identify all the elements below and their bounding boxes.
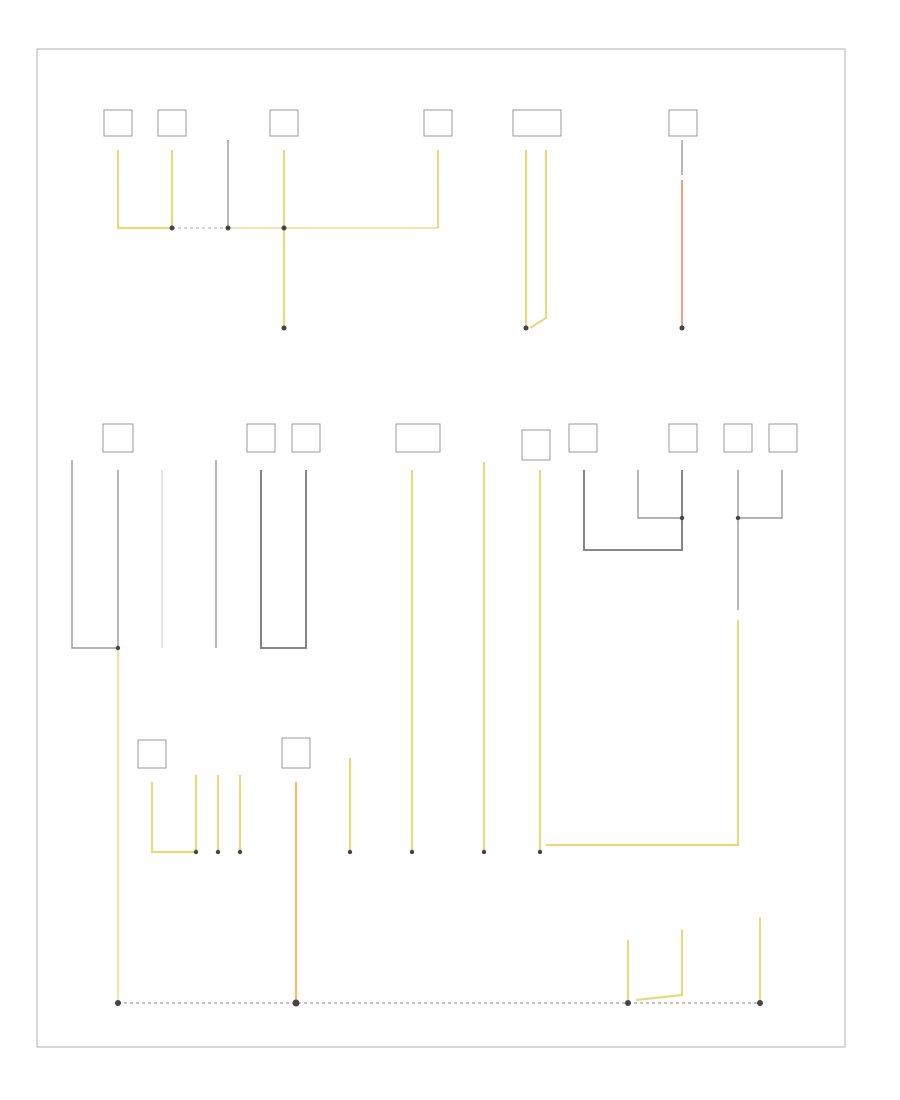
terminal [679,325,685,331]
component-2 [157,109,187,137]
terminal [523,325,529,331]
terminal [237,849,243,855]
component-5 [423,109,453,137]
wire-y1 [116,150,172,230]
component-l1 [137,739,167,769]
wire-y6 [529,150,548,329]
ground-point-main [292,999,300,1007]
wire-ly1 [150,782,196,854]
top-section [103,66,698,331]
wire-mg7 [737,470,783,519]
component-m14 [768,423,798,453]
wire-my4 [546,620,740,847]
wire-mg1 [71,460,118,649]
component-m6 [291,423,321,453]
component-7 [668,109,698,137]
ground-point [757,1000,763,1006]
junction [679,515,685,521]
junction [281,225,287,231]
middle-section [71,423,798,1003]
component-m5 [246,423,276,453]
ground-point [115,1000,121,1006]
component-m7 [395,423,441,453]
terminal [347,849,353,855]
component-6 [512,109,562,137]
lower-section [115,737,763,1007]
component-m2 [102,423,134,453]
terminal [193,849,199,855]
terminal [215,849,221,855]
terminal [537,849,543,855]
terminal [409,849,415,855]
ground-point [625,1000,631,1006]
junction [225,225,231,231]
wire-mg4 [260,470,307,649]
terminal [281,325,287,331]
component-4 [269,109,299,137]
wire-mg6 [637,470,682,519]
wire-ly8 [635,930,684,1002]
component-m13 [723,423,753,453]
component-m9 [521,429,551,461]
component-m10 [568,423,598,453]
component-l3 [281,737,311,769]
top-labels [104,66,132,106]
terminal [481,849,487,855]
component-1 [103,109,133,137]
component-m12 [668,423,698,453]
junction [735,515,741,521]
junction [115,645,121,651]
diagram-border [36,48,846,1048]
wire-mg5 [583,470,683,551]
junction [169,225,175,231]
